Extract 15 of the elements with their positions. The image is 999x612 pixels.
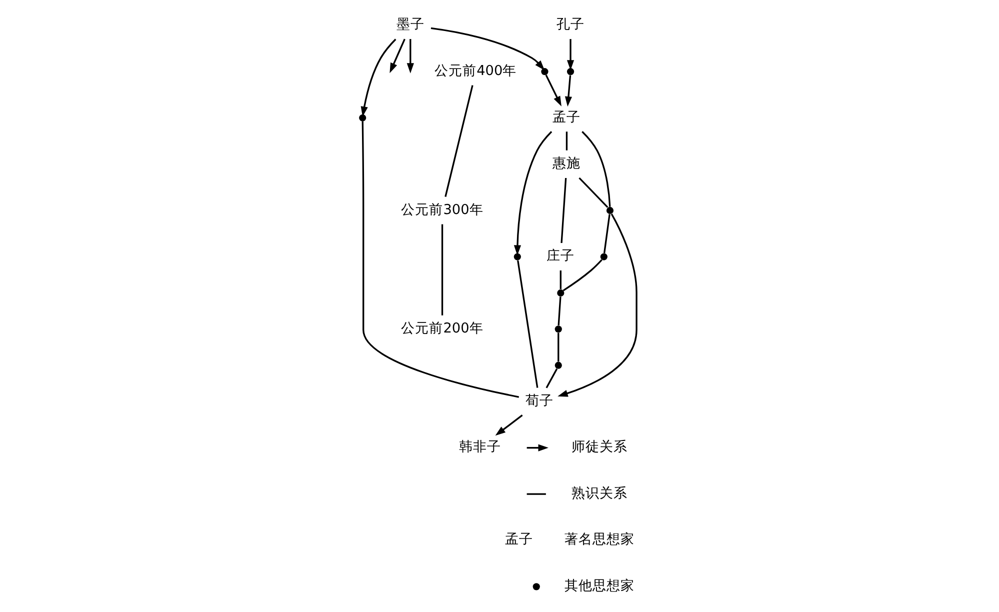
- legend-label: 其他思想家: [564, 578, 634, 594]
- node-text: 惠施: [552, 156, 581, 172]
- node-text: 荀子: [525, 392, 554, 409]
- node-text: 孟子: [552, 109, 581, 126]
- label: 公元前200年: [401, 320, 484, 336]
- node-text: 庄子: [546, 248, 575, 264]
- node-text: 韩非子: [459, 439, 502, 456]
- label: 孟子: [504, 532, 533, 548]
- label: 公元前400年: [434, 62, 517, 79]
- node-text: 孔子: [556, 16, 585, 33]
- legend-label: 著名思想家: [564, 532, 634, 548]
- label: 公元前300年: [401, 202, 484, 218]
- legend-label: 熟识关系: [571, 485, 628, 502]
- node-text: 墨子: [396, 16, 424, 33]
- legend-label: 师徒关系: [571, 439, 628, 456]
